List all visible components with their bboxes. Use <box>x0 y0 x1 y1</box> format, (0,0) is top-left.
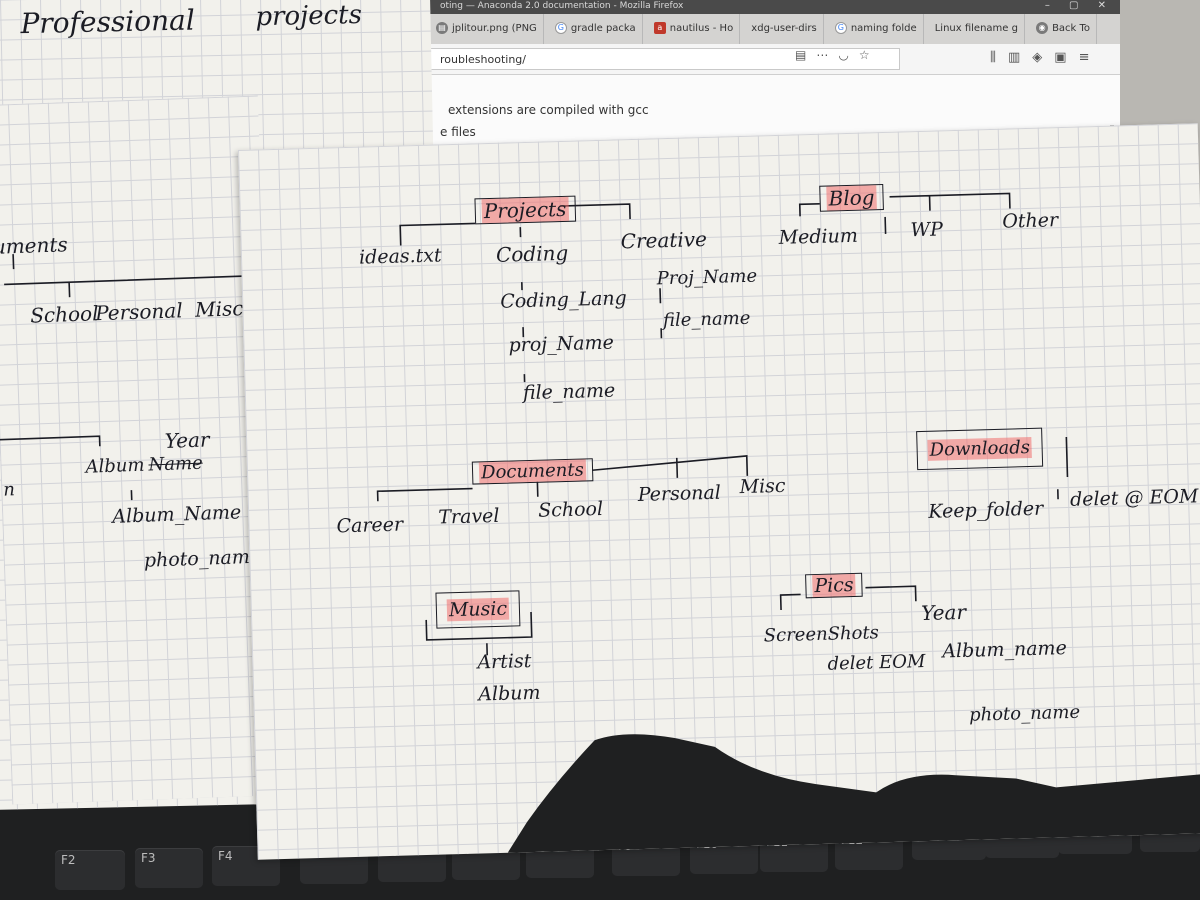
askubuntu-icon: a <box>653 22 666 34</box>
node-wp: WP <box>910 218 944 242</box>
google-icon: G <box>554 22 567 34</box>
library-icon[interactable]: ⫼ <box>990 50 1008 65</box>
margin-mark: n <box>2 479 16 501</box>
node-artist: Artist <box>477 650 532 674</box>
back-paper-sheet-lower: uments School Personal Misc. Year Album … <box>0 95 283 805</box>
reader-view-icon[interactable]: ▤ <box>795 48 817 62</box>
node-creative: Creative <box>620 226 708 254</box>
torn-edge <box>507 734 1200 853</box>
key-f2[interactable]: F2 <box>55 850 125 890</box>
url-field[interactable]: roubleshooting/ <box>430 48 900 70</box>
documents-fragment: uments <box>0 232 69 259</box>
url-actions: ▤⋯◡☆ <box>795 48 880 62</box>
node-album-name: Album_name <box>941 637 1068 663</box>
node-music: Music <box>435 590 521 629</box>
tab-xdg-user-dirs[interactable]: xdg-user-dirs <box>745 14 824 44</box>
navigation-bar: roubleshooting/ ▤⋯◡☆ ⫼▥◈▣≡ <box>430 44 1120 75</box>
node-downloads: Downloads <box>916 427 1044 471</box>
album-name: Album_Name <box>111 501 242 528</box>
tab-linux-filename[interactable]: Linux filename g <box>929 14 1025 44</box>
heading-projects: projects <box>255 0 363 33</box>
content-line: e files <box>440 125 476 139</box>
node-screenshots: ScreenShots <box>763 622 880 647</box>
node-school: School <box>537 497 604 522</box>
album-label: Album <box>85 454 145 478</box>
node-album: Album <box>477 681 541 706</box>
album-struck-name: Name <box>148 452 204 476</box>
bookmark-star-icon[interactable]: ☆ <box>858 48 880 62</box>
front-paper-sheet: Projects ideas.txt Coding Creative Codin… <box>238 123 1200 860</box>
node-misc: Misc <box>739 474 786 499</box>
node-coding-file-name: file_name <box>522 379 616 405</box>
item-personal: Personal <box>94 298 184 326</box>
more-icon[interactable]: ⋯ <box>816 48 839 62</box>
node-creative-proj-name: Proj_Name <box>656 265 758 290</box>
node-year: Year <box>920 599 967 626</box>
node-delete-at-eom: delet @ EOM <box>1069 485 1199 511</box>
node-blog: Blog <box>819 183 884 212</box>
heading-professional: Professional <box>20 3 196 41</box>
node-projects: Projects <box>474 195 576 225</box>
album-year: Year <box>164 427 210 453</box>
node-career: Career <box>336 513 404 538</box>
extension-icon[interactable]: ▣ <box>1054 50 1079 65</box>
node-creative-file-name: file_name <box>662 307 751 332</box>
pocket-icon[interactable]: ◡ <box>838 48 859 62</box>
node-documents: Documents <box>471 458 594 485</box>
menu-icon[interactable]: ≡ <box>1078 50 1102 65</box>
sidebar-icon[interactable]: ▥ <box>1007 50 1033 65</box>
node-coding-proj-name: proj_Name <box>508 331 615 357</box>
toolbar-icons: ⫼▥◈▣≡ <box>990 50 1101 65</box>
photo-name: photo_nam <box>143 546 251 572</box>
item-school: School <box>29 301 99 328</box>
node-pics: Pics <box>805 572 863 599</box>
node-keep-folder: Keep_folder <box>928 497 1044 523</box>
window-titlebar: oting — Anaconda 2.0 documentation - Moz… <box>430 0 1120 14</box>
window-title: oting — Anaconda 2.0 documentation - Moz… <box>440 1 684 11</box>
node-travel: Travel <box>438 504 500 529</box>
shield-icon[interactable]: ◈ <box>1032 50 1055 65</box>
node-delete-eom: delet EOM <box>827 651 926 675</box>
google-icon: G <box>834 22 847 34</box>
doc-icon: ▤ <box>436 22 448 34</box>
page-icon: ◉ <box>1036 22 1049 34</box>
tab-jplitour[interactable]: ▤jplitour.png (PNG <box>430 14 544 44</box>
node-ideas-txt: ideas.txt <box>358 244 442 269</box>
back-tree-lines <box>0 254 245 505</box>
tree-connector-lines <box>376 192 1200 853</box>
node-other: Other <box>1001 209 1059 233</box>
node-coding-lang: Coding_Lang <box>500 287 628 313</box>
node-photo-name: photo_name <box>968 701 1081 726</box>
node-medium: Medium <box>778 224 859 249</box>
content-line: extensions are compiled with gcc <box>448 103 649 117</box>
window-controls[interactable]: – ▢ ✕ <box>1044 0 1114 11</box>
node-coding: Coding <box>495 240 569 267</box>
node-personal: Personal <box>637 481 722 506</box>
tab-back-to[interactable]: ◉Back To <box>1030 14 1098 44</box>
key-f3[interactable]: F3 <box>135 848 203 888</box>
